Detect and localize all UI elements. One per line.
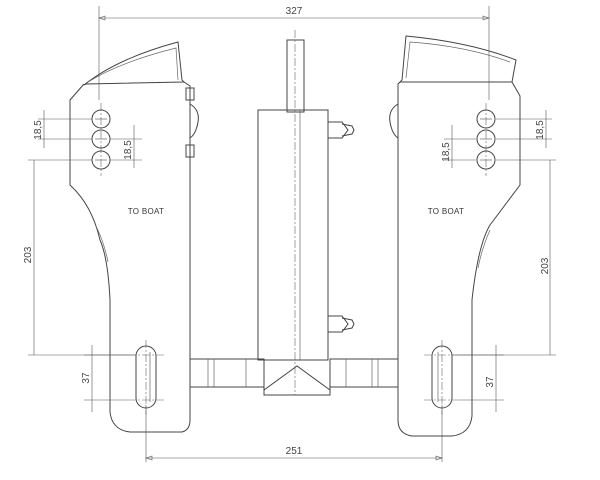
dim-overall-width: 327 <box>98 6 490 100</box>
right-to-boat-label: TO BOAT <box>428 207 464 216</box>
dim-right-hole-pitch-inner: 18,5 <box>441 125 476 168</box>
dim-pivot-spacing: 251 <box>145 405 443 462</box>
dim-right-height-text: 203 <box>540 257 551 274</box>
central-mount <box>189 30 399 396</box>
dim-left-slot-text: 37 <box>81 372 92 384</box>
dim-right-height: 203 <box>452 159 556 356</box>
dim-overall-width-text: 327 <box>286 6 303 17</box>
dim-left-hole-pitch-outer-text: 18,5 <box>33 120 44 140</box>
dim-right-hole-pitch-inner-text: 18,5 <box>441 142 452 162</box>
dim-left-hole-pitch-outer: 18,5 <box>33 110 92 148</box>
dim-left-hole-pitch-inner: 18,5 <box>110 125 142 168</box>
dim-right-hole-pitch-outer: 18,5 <box>496 110 552 148</box>
left-to-boat-label: TO BOAT <box>128 207 164 216</box>
dim-left-height-text: 203 <box>23 246 34 263</box>
dim-right-slot: 37 <box>460 345 504 412</box>
right-bracket: TO BOAT <box>389 35 521 437</box>
dim-right-hole-pitch-outer-text: 18,5 <box>535 120 546 140</box>
dim-left-height: 203 <box>23 159 136 356</box>
dim-left-slot: 37 <box>81 345 128 412</box>
dim-right-slot-text: 37 <box>485 376 496 388</box>
dim-pivot-spacing-text: 251 <box>286 446 303 457</box>
dim-left-hole-pitch-inner-text: 18,5 <box>123 140 134 160</box>
